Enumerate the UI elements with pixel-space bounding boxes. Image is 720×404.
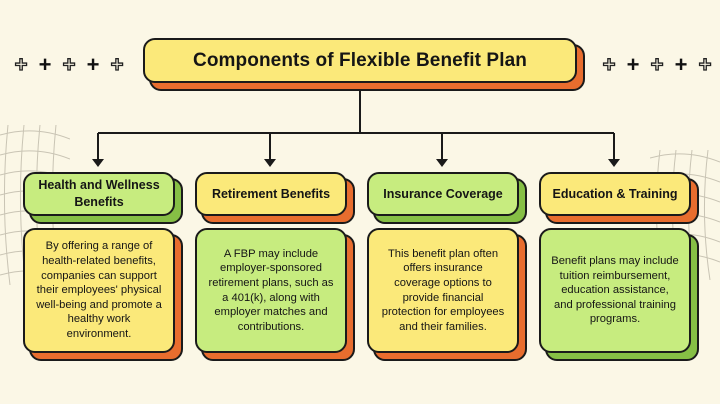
component-heading-card-4: Education & Training (539, 172, 699, 224)
component-heading: Health and Wellness Benefits (23, 172, 175, 216)
component-description-card-3: This benefit plan often offers insurance… (367, 228, 527, 361)
title-card: Components of Flexible Benefit Plan (143, 38, 585, 91)
component-heading-card-3: Insurance Coverage (367, 172, 527, 224)
component-description: A FBP may include employer-sponsored ret… (195, 228, 347, 353)
component-description: Benefit plans may include tuition reimbu… (539, 228, 691, 353)
component-description-card-2: A FBP may include employer-sponsored ret… (195, 228, 355, 361)
component-heading-card-1: Health and Wellness Benefits (23, 172, 183, 224)
diagram-title: Components of Flexible Benefit Plan (143, 38, 577, 83)
arrowhead-icon (92, 159, 104, 167)
component-heading: Retirement Benefits (195, 172, 347, 216)
component-heading-card-2: Retirement Benefits (195, 172, 355, 224)
plus-outline-icon: + (602, 52, 616, 77)
plus-solid-icon: + (86, 52, 100, 77)
arrowhead-icon (436, 159, 448, 167)
plus-solid-icon: + (626, 52, 640, 77)
arrowhead-icon (608, 159, 620, 167)
plus-outline-icon: + (110, 52, 124, 77)
plus-outline-icon: + (698, 52, 712, 77)
right-sparkle-icons: + + + + + (598, 52, 716, 77)
component-heading: Insurance Coverage (367, 172, 519, 216)
component-description-card-4: Benefit plans may include tuition reimbu… (539, 228, 699, 361)
component-heading: Education & Training (539, 172, 691, 216)
plus-outline-icon: + (650, 52, 664, 77)
left-sparkle-icons: + + + + + (10, 52, 128, 77)
component-description-card-1: By offering a range of health-related be… (23, 228, 183, 361)
arrowhead-icon (264, 159, 276, 167)
plus-solid-icon: + (38, 52, 52, 77)
plus-outline-icon: + (62, 52, 76, 77)
component-description: This benefit plan often offers insurance… (367, 228, 519, 353)
plus-outline-icon: + (14, 52, 28, 77)
component-description: By offering a range of health-related be… (23, 228, 175, 353)
plus-solid-icon: + (674, 52, 688, 77)
